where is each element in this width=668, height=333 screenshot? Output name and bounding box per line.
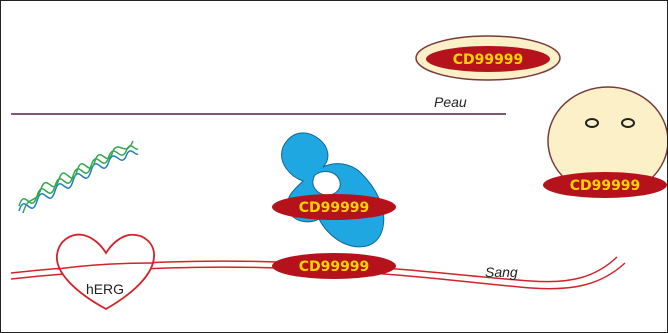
face-icon: CD99999 [543, 86, 667, 198]
helix-strand-green [18, 145, 139, 207]
heart-label: hERG [86, 281, 124, 297]
helix-strand-green-2 [22, 140, 134, 214]
vessel-molecule-pill [272, 253, 396, 279]
heart-outline [56, 233, 155, 311]
vessel-molecule-label: CD99999 [299, 259, 370, 275]
protein-molecule-label: CD99999 [299, 200, 370, 216]
face-molecule-label: CD99999 [570, 178, 641, 194]
protein-cavity [312, 171, 341, 196]
protein-pill [272, 194, 396, 220]
skin-label: Peau [434, 94, 467, 110]
face-pill [543, 172, 667, 198]
helix-strand-blue [18, 150, 139, 212]
dna-helix-icon [18, 140, 139, 214]
heart-icon: hERG [56, 233, 155, 311]
vessel-molecule: CD99999 [272, 253, 396, 279]
top-molecule: CD99999 [415, 35, 561, 81]
blood-label: Sang [485, 264, 518, 280]
face-left-eye [585, 118, 599, 128]
face-right-eye [621, 118, 635, 128]
top-molecule-pill [426, 46, 550, 72]
heart-vessel-crossing [56, 262, 155, 270]
top-molecule-label: CD99999 [453, 52, 524, 68]
protein-blob-icon: CD99999 [272, 132, 396, 248]
